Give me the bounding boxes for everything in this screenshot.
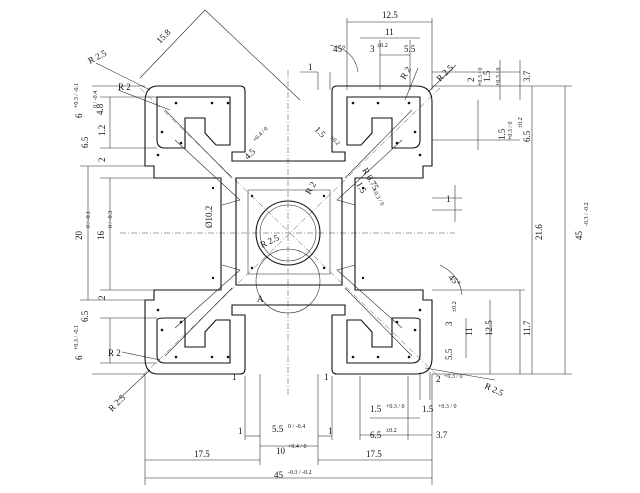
dim-2-left: 2	[97, 158, 107, 163]
dim-20-left-tol: 0 / -0.1	[86, 211, 92, 228]
dim-1-5-mid-tol: ±0.2	[329, 135, 341, 147]
dim-2-tr-tol: +0.3 / 0	[478, 67, 484, 86]
dim-6-5-bottom: 6.5	[370, 430, 382, 440]
dim-6-5-r: 6.5	[522, 130, 532, 142]
angle-45-top: 45°	[333, 44, 346, 54]
dim-1-5-b2: 1.5	[422, 404, 434, 414]
dim-16-left-tol: 0 / -0.3	[108, 211, 114, 228]
radius-2-5-bl: R 2.5	[106, 392, 127, 413]
angle-45-br: 45°	[447, 272, 463, 288]
dim-6-5-left-bottom: 6.5	[80, 310, 90, 322]
dim-6-5-r-tol: ±0.2	[518, 117, 524, 128]
dim-11-top: 11	[385, 27, 394, 37]
dim-1-br-small: 1	[324, 372, 329, 382]
dim-11-br: 11	[464, 327, 474, 336]
dim-3-7-bottom: 3.7	[436, 430, 448, 440]
dim-1-5-tr: 1.5	[482, 70, 492, 82]
dim-3-top: 3	[370, 44, 375, 54]
dim-1-5-r-tol: +0.3 / 0	[508, 121, 514, 140]
dim-1-2-left: 1.2	[97, 125, 107, 136]
radius-2-mid: R 2	[303, 180, 318, 196]
dim-2-tr: 2	[466, 78, 476, 83]
dim-3-br: 3	[444, 321, 454, 326]
dim-1-5-b1: 1.5	[370, 404, 382, 414]
radius-2-tr: R 2	[398, 65, 413, 81]
center-lines	[120, 70, 455, 395]
dim-1-top: 1	[308, 62, 313, 72]
dim-4-8-left-tol: 0 / -0.4	[93, 91, 99, 108]
dim-17-5-left: 17.5	[194, 449, 210, 459]
dim-45-right: 45	[574, 231, 584, 241]
dim-6-5-left: 6.5	[80, 136, 90, 148]
dim-3-top-tol: ±0.2	[377, 43, 388, 49]
dim-1-bottom-right: 1	[328, 426, 333, 436]
dim-11-7: 11.7	[522, 320, 532, 336]
radius-2-5-br: R 2.5	[483, 381, 505, 399]
dim-6-5-bottom-tol: ±0.2	[386, 428, 397, 434]
dim-2-br: 2	[436, 374, 441, 384]
dim-10-bottom: 10	[276, 446, 286, 456]
dimension-labels: 15.8 12.5 11 5.5 3 ±0.2 45° 1 R 2.5 R 2 …	[74, 10, 590, 480]
dim-1-5-r: 1.5	[497, 128, 507, 140]
dim-45-right-tol: -0.3 / -0.2	[584, 202, 590, 226]
profile-outline	[144, 85, 433, 375]
diameter-10-2: Ø10.2	[204, 206, 214, 228]
radius-2-tl: R 2	[118, 82, 131, 92]
dim-6-left: 6	[74, 113, 84, 118]
dim-21-6: 21.6	[534, 224, 544, 240]
dim-1-bl: 1	[232, 372, 237, 382]
dim-1-5-mid: 1.5	[313, 124, 328, 139]
dim-1-5-tr-tol: +0.3 / 0	[496, 67, 502, 86]
dim-5-5-top: 5.5	[404, 44, 416, 54]
dimension-lines	[80, 9, 572, 485]
dim-5-5-bottom-tol: 0 / -0.4	[288, 424, 305, 430]
dim-45-bottom: 45	[274, 470, 284, 480]
dim-17-5-right: 17.5	[366, 449, 382, 459]
radius-2-5-center: R 2.5	[259, 232, 281, 250]
dim-12-5-top: 12.5	[382, 10, 398, 20]
radius-2-5-tr: R 2.5	[434, 62, 455, 83]
dim-5-5-br: 5.5	[444, 348, 454, 360]
radius-2-5-tl: R 2.5	[86, 48, 108, 66]
dim-1-5-b2-tol: +0.3 / 0	[438, 404, 457, 410]
dim-1-bottom-left: 1	[238, 426, 243, 436]
dim-1-5-b1-tol: +0.3 / 0	[386, 404, 405, 410]
dim-6-left-tol: +0.3 / -0.1	[74, 83, 80, 108]
detail-label-a: A	[257, 294, 264, 304]
dim-16-left: 16	[96, 231, 106, 241]
dim-5-5-bottom: 5.5	[272, 424, 284, 434]
dim-45-bottom-tol: -0.3 / -0.2	[288, 470, 312, 476]
dim-1-5-c-tol: +0.3 / 0	[370, 188, 384, 207]
radius-2-bl: R 2	[108, 348, 121, 358]
feature-dots	[156, 101, 422, 359]
dim-15-8: 15.8	[154, 27, 173, 46]
dim-12-5-br: 12.5	[484, 320, 494, 336]
dim-2-br-tol: +0.3 / 0	[444, 374, 463, 380]
dim-6-left-bottom: 6	[74, 355, 84, 360]
dim-4-8-left: 4.8	[95, 103, 105, 115]
dim-20-left: 20	[74, 231, 84, 241]
dim-1-right: 1	[446, 194, 451, 204]
dim-3-br-tol: ±0.2	[452, 301, 458, 312]
dim-6-left-bottom-tol: +0.3 / -0.1	[74, 325, 80, 350]
dim-3-7-tr: 3.7	[522, 70, 532, 82]
dim-4-5-tol: +0.4 / 0	[252, 126, 269, 143]
dim-10-bottom-tol: +0.4 / 0	[288, 444, 307, 450]
dim-2-left-bottom: 2	[97, 296, 107, 301]
